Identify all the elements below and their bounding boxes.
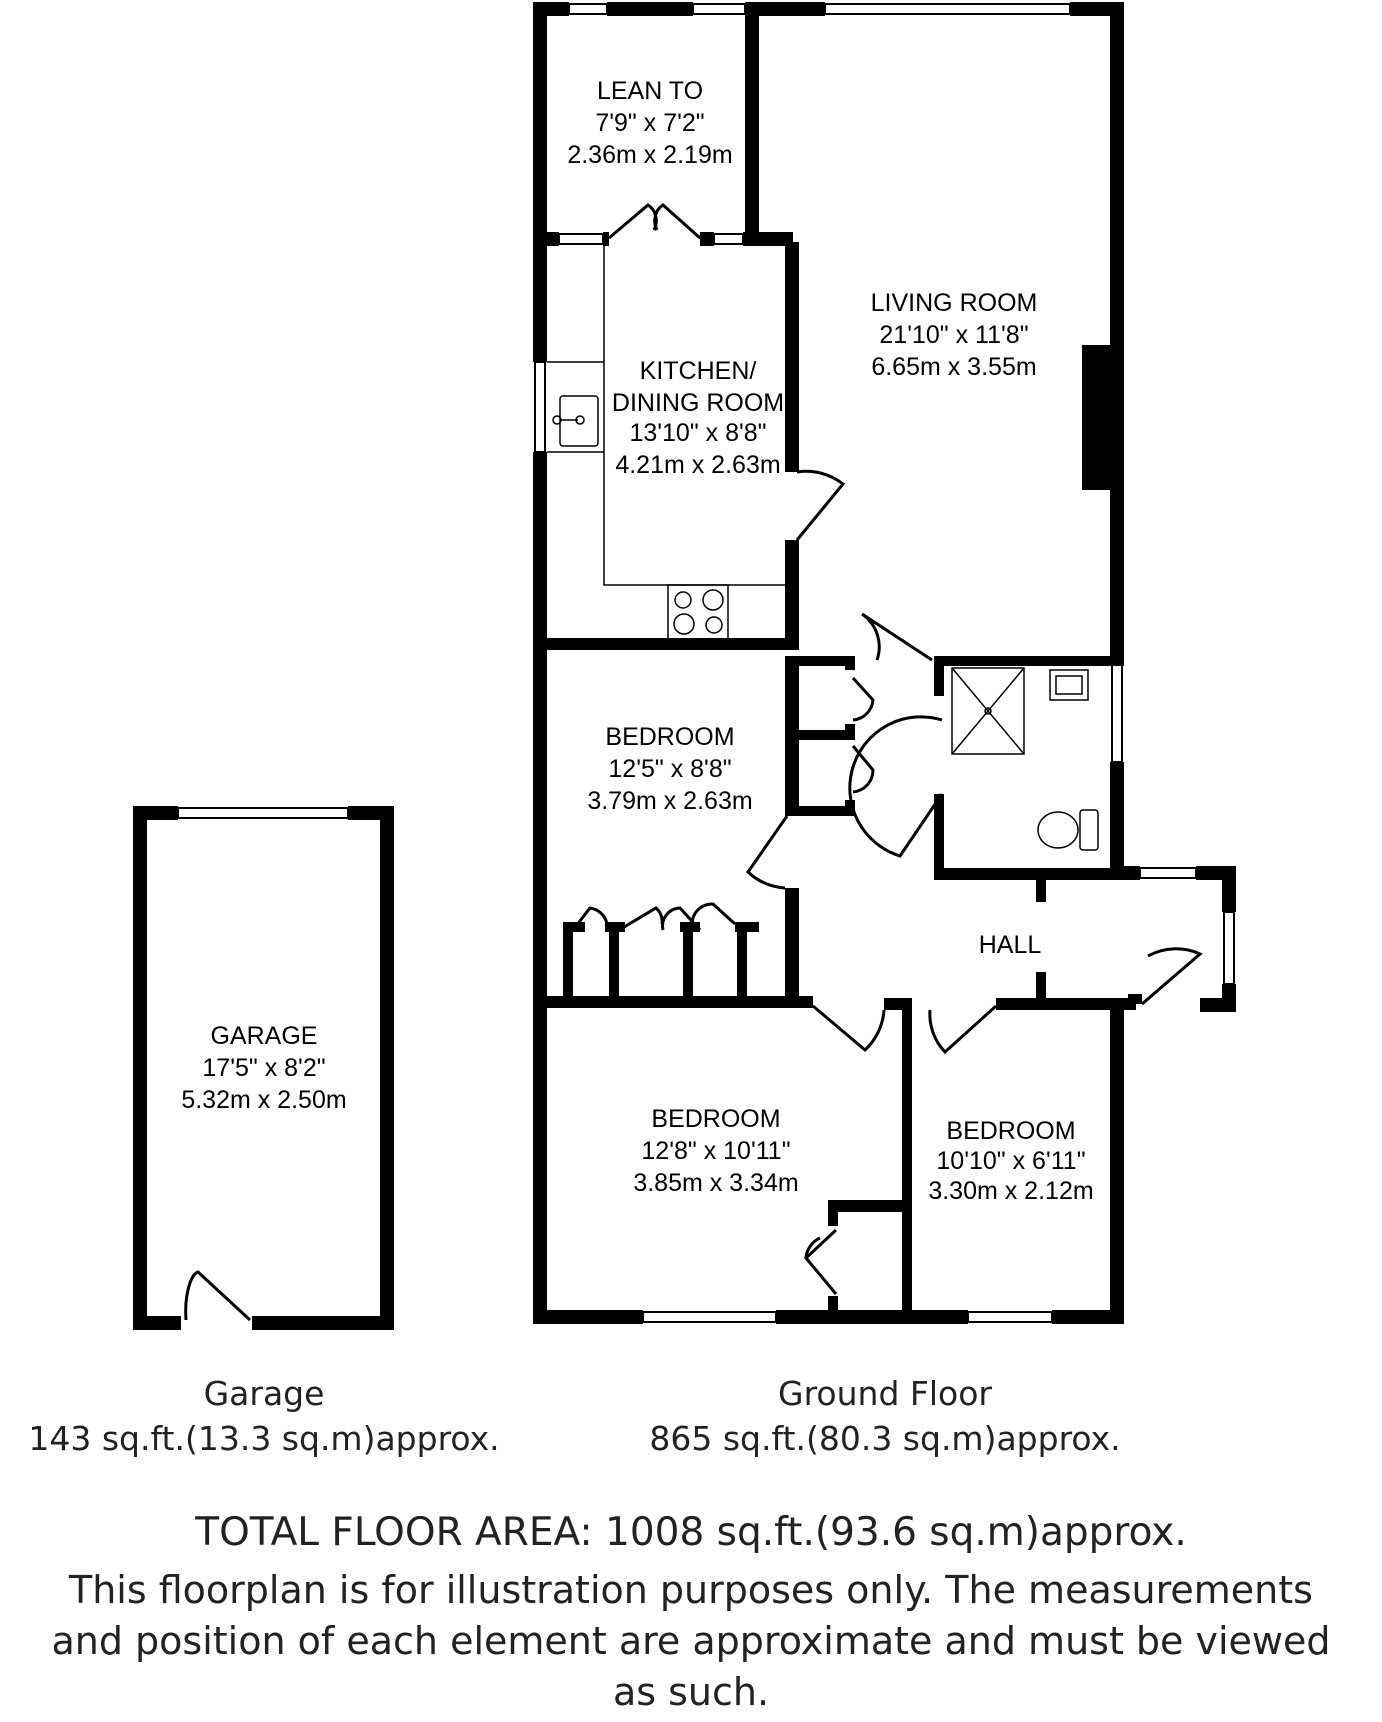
kitchen-name-line1: KITCHEN/ <box>640 357 757 385</box>
toilet-icon <box>1037 809 1099 851</box>
bedroom-1-metric: 3.79m x 2.63m <box>587 787 752 815</box>
shower-tray-icon <box>951 667 1025 755</box>
kitchen-imperial: 13'10" x 8'8" <box>629 419 766 447</box>
disclaimer: This floorplan is for illustration purpo… <box>0 1565 1382 1718</box>
kitchen-metric: 4.21m x 2.63m <box>615 451 780 479</box>
disclaimer-line-2: and position of each element are approxi… <box>51 1619 1331 1663</box>
bedroom-2-metric: 3.85m x 3.34m <box>633 1169 798 1197</box>
hob-icon <box>667 584 729 640</box>
basin-icon <box>1049 669 1089 701</box>
bedroom-1-name: BEDROOM <box>605 723 734 751</box>
living-room-imperial: 21'10" x 11'8" <box>879 321 1028 349</box>
bedroom-2-name: BEDROOM <box>651 1105 780 1133</box>
garage-name: GARAGE <box>211 1022 318 1050</box>
ground-floor-walls <box>533 2 1236 1324</box>
ground-floor-caption-area: 865 sq.ft.(80.3 sq.m)approx. <box>649 1419 1121 1458</box>
bedroom-1-imperial: 12'5" x 8'8" <box>608 755 731 783</box>
ground-floor-windows <box>534 3 1235 1323</box>
garage-walls <box>133 806 394 1330</box>
disclaimer-line-3: as such. <box>612 1670 770 1714</box>
fixtures <box>547 246 1099 851</box>
garage-metric: 5.32m x 2.50m <box>181 1086 346 1114</box>
lean-to-name: LEAN TO <box>597 77 703 105</box>
kitchen-name-line2: DINING ROOM <box>612 389 784 417</box>
room-labels: LEAN TO 7'9" x 7'2" 2.36m x 2.19m LIVING… <box>181 77 1093 1205</box>
garage-imperial: 17'5" x 8'2" <box>202 1054 325 1082</box>
bedroom-3-metric: 3.30m x 2.12m <box>928 1177 1093 1205</box>
hall-name: HALL <box>979 931 1042 959</box>
kitchen-sink-icon <box>559 395 599 447</box>
disclaimer-line-1: This floorplan is for illustration purpo… <box>69 1568 1313 1612</box>
garage-windows-doors <box>134 807 349 1322</box>
bedroom-2-imperial: 12'8" x 10'11" <box>641 1137 790 1165</box>
garage-caption: Garage 143 sq.ft.(13.3 sq.m)approx. <box>0 1374 528 1458</box>
floor-plan: LEAN TO 7'9" x 7'2" 2.36m x 2.19m LIVING… <box>133 2 1236 1330</box>
ground-floor-caption: Ground Floor 865 sq.ft.(80.3 sq.m)approx… <box>600 1374 1170 1458</box>
living-room-name: LIVING ROOM <box>871 289 1038 317</box>
garage-caption-title: Garage <box>203 1374 325 1413</box>
lean-to-metric: 2.36m x 2.19m <box>567 141 732 169</box>
living-room-metric: 6.65m x 3.55m <box>871 353 1036 381</box>
ground-floor-caption-title: Ground Floor <box>778 1374 992 1413</box>
bedroom-3-imperial: 10'10" x 6'11" <box>936 1147 1085 1175</box>
total-floor-area: TOTAL FLOOR AREA: 1008 sq.ft.(93.6 sq.m)… <box>195 1510 1187 1555</box>
lean-to-imperial: 7'9" x 7'2" <box>595 109 704 137</box>
bedroom-3-name: BEDROOM <box>946 1117 1075 1145</box>
ground-floor-doors <box>571 203 1203 1295</box>
garage-caption-area: 143 sq.ft.(13.3 sq.m)approx. <box>28 1419 500 1458</box>
